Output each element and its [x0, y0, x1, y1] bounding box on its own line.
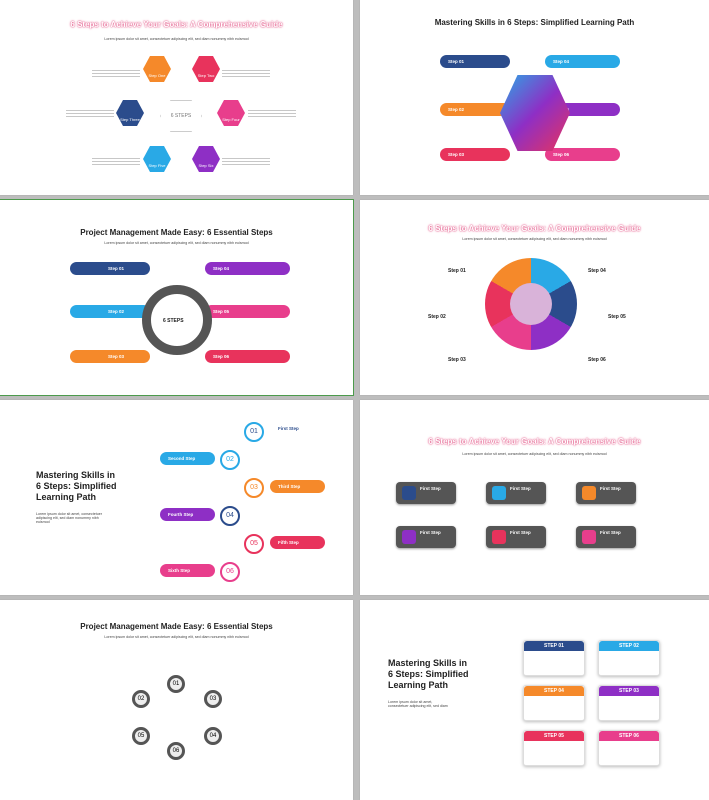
step-hex: Step Four	[217, 100, 245, 126]
step-pill: Third Step	[270, 480, 325, 493]
step-label: Step 02	[428, 314, 446, 320]
slide-thumbnail-7[interactable]: Project Management Made Easy: 6 Essentia…	[0, 600, 353, 800]
slide-thumbnail-4[interactable]: 6 Steps to Achieve Your Goals: A Compreh…	[360, 200, 709, 395]
step-pill: Step 05	[205, 305, 290, 318]
step-box: STEP 02	[598, 640, 660, 676]
text-lines	[92, 68, 140, 79]
slide-subtitle: Lorem ipsum dolor sit amet, consectetuer…	[104, 37, 249, 41]
body-text: Lorem ipsum dolor sit amet, consectetuer…	[36, 512, 102, 524]
step-pill: Step 02	[70, 305, 150, 318]
step-pill: Step 03	[440, 148, 510, 161]
step-label: Step 01	[448, 268, 466, 274]
step-label: Step 03	[448, 357, 466, 363]
step-pill: Sixth Step	[160, 564, 215, 577]
step-card: First Step	[486, 526, 546, 548]
num-circle: 05	[132, 727, 150, 745]
step-box: STEP 06	[598, 730, 660, 766]
donut-hole	[510, 283, 552, 325]
slide-title: Project Management Made Easy: 6 Essentia…	[80, 622, 273, 631]
num-circle: 03	[244, 478, 264, 498]
step-pill: Step 01	[440, 55, 510, 68]
num-circle: 02	[220, 450, 240, 470]
num-circle: 06	[167, 742, 185, 760]
step-card: First Step	[576, 526, 636, 548]
slide-subtitle: Lorem ipsum dolor sit amet, consectetuer…	[462, 237, 607, 241]
step-label: Step 04	[588, 268, 606, 274]
slide-subtitle: Lorem ipsum dolor sit amet, consectetuer…	[104, 635, 249, 639]
step-pill: Step 03	[70, 350, 150, 363]
step-label: Step 05	[608, 314, 626, 320]
text-lines	[92, 156, 140, 167]
text-lines	[248, 108, 296, 119]
step-box: STEP 05	[523, 730, 585, 766]
num-circle: 01	[167, 675, 185, 693]
step-pill: Step 02	[440, 103, 510, 116]
step-box: STEP 03	[598, 685, 660, 721]
slide-title: Project Management Made Easy: 6 Essentia…	[80, 228, 273, 237]
slide-thumbnail-2[interactable]: Mastering Skills in 6 Steps: Simplified …	[360, 0, 709, 195]
slide-title: 6 Steps to Achieve Your Goals: A Compreh…	[428, 437, 641, 446]
center-hex	[500, 75, 570, 151]
slide-title: 6 Steps to Achieve Your Goals: A Compreh…	[70, 20, 283, 29]
step-box: STEP 04	[523, 685, 585, 721]
step-pill: Step 06	[545, 148, 620, 161]
slide-title: Mastering Skills in 6 Steps: Simplified …	[434, 18, 635, 27]
slide-thumbnail-1[interactable]: 6 Steps to Achieve Your Goals: A Compreh…	[0, 0, 353, 195]
step-pill: Second Step	[160, 452, 215, 465]
num-circle: 05	[244, 534, 264, 554]
step-pill: Fourth Step	[160, 508, 215, 521]
slide-thumbnail-6[interactable]: 6 Steps to Achieve Your Goals: A Compreh…	[360, 400, 709, 595]
num-circle: 02	[132, 690, 150, 708]
step-card: First Step	[576, 482, 636, 504]
text-lines	[222, 156, 270, 167]
num-circle: 01	[244, 422, 264, 442]
slide-subtitle: Lorem ipsum dolor sit amet, consectetuer…	[462, 452, 607, 456]
step-pill: Step 04	[205, 262, 290, 275]
center-hex: 6 STEPS	[160, 100, 202, 132]
step-hex: Step One	[143, 56, 171, 82]
num-circle: 03	[204, 690, 222, 708]
step-box: STEP 01	[523, 640, 585, 676]
num-circle: 06	[220, 562, 240, 582]
step-hex: Step Three	[116, 100, 144, 126]
step-hex: Step Six	[192, 146, 220, 172]
step-pill: Step 06	[205, 350, 290, 363]
slide-subtitle: Lorem ipsum dolor sit amet, consectetuer…	[104, 241, 249, 245]
num-circle: 04	[220, 506, 240, 526]
num-circle: 04	[204, 727, 222, 745]
step-card: First Step	[396, 526, 456, 548]
text-lines	[222, 68, 270, 79]
step-hex: Step Two	[192, 56, 220, 82]
step-hex: Step Five	[143, 146, 171, 172]
center-label: 6 STEPS	[163, 318, 184, 324]
step-card: First Step	[396, 482, 456, 504]
step-card: First Step	[486, 482, 546, 504]
center-ring	[142, 285, 212, 355]
step-pill: First Step	[270, 422, 325, 435]
step-pill: Step 01	[70, 262, 150, 275]
slide-thumbnail-3[interactable]: Project Management Made Easy: 6 Essentia…	[0, 199, 354, 396]
text-lines	[66, 108, 114, 119]
step-label: Step 06	[588, 357, 606, 363]
step-pill: Fifth Step	[270, 536, 325, 549]
slide-title: 6 Steps to Achieve Your Goals: A Compreh…	[428, 224, 641, 233]
step-pill: Step 04	[545, 55, 620, 68]
body-text: Lorem ipsum dolor sit amet, consectetuer…	[388, 700, 448, 708]
